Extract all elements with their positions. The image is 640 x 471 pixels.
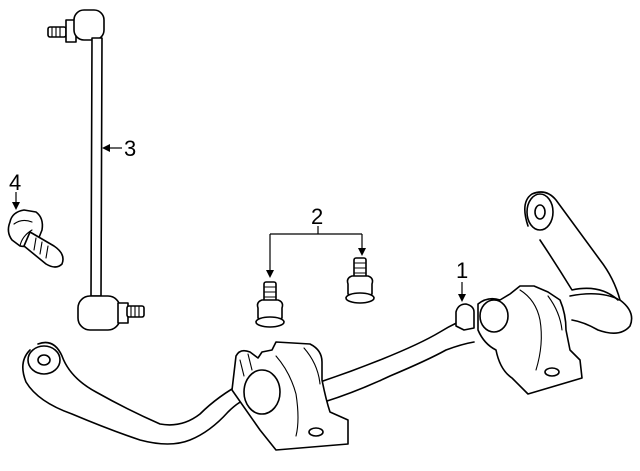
left-bracket-edge — [303, 347, 321, 385]
arrow-2-left — [266, 270, 274, 278]
stabilizer-link — [47, 9, 145, 331]
bar-right-bend — [569, 292, 633, 334]
right-bracket-bolt-hole — [544, 367, 560, 377]
bracket-bolt-right — [345, 257, 375, 304]
right-bushing-bracket — [455, 285, 583, 395]
left-bushing-bracket — [231, 341, 349, 451]
link-bottom-stud-threads — [130, 305, 140, 318]
link-nut — [7, 209, 64, 268]
bolt-right-threads — [353, 262, 367, 279]
bar-middle-upper — [319, 317, 471, 383]
bar-right-eye-hole — [534, 204, 546, 220]
arrow-4 — [12, 202, 20, 210]
arrow-3 — [102, 144, 110, 152]
callout-1: 1 — [456, 258, 468, 283]
bar-middle-lower — [323, 341, 475, 403]
callout-3: 3 — [124, 136, 136, 161]
right-bracket-edge — [547, 295, 563, 331]
link-bottom-joint — [77, 295, 121, 331]
link-bottom-neck — [117, 302, 129, 324]
bolt-left-flange — [255, 316, 285, 328]
bar-left-arm-inner — [37, 341, 245, 426]
callout-4: 4 — [9, 170, 21, 195]
link-top-stud — [47, 26, 67, 38]
right-bushing-bore — [479, 299, 509, 333]
left-bracket-bolt-hole — [308, 427, 324, 437]
nut-hex-edges — [13, 219, 33, 247]
link-rod — [90, 37, 103, 297]
left-bushing-ribs — [239, 353, 253, 377]
callout-leaders — [12, 144, 466, 302]
bolt-left-threads — [263, 286, 277, 303]
bracket-bolt-left — [255, 281, 285, 328]
left-bracket-body — [231, 341, 349, 451]
arrow-2-right — [358, 248, 366, 256]
callout-2: 2 — [311, 204, 323, 229]
right-bushing-stud — [455, 303, 475, 331]
left-bracket-fold — [275, 355, 299, 437]
stabilizer-bar — [22, 191, 633, 445]
left-bushing-bore — [243, 369, 281, 415]
arrow-1 — [458, 294, 466, 302]
bar-left-eye-hole — [37, 354, 51, 366]
link-top-stud-threads — [51, 26, 61, 38]
bar-right-arm-outer — [539, 239, 619, 301]
link-top-joint — [73, 9, 105, 41]
right-bracket-fold — [519, 289, 542, 371]
bolt-right-flange — [345, 292, 375, 304]
nut-shank-lines — [33, 237, 49, 259]
nut-shank — [23, 231, 64, 268]
leader-2 — [269, 226, 363, 272]
